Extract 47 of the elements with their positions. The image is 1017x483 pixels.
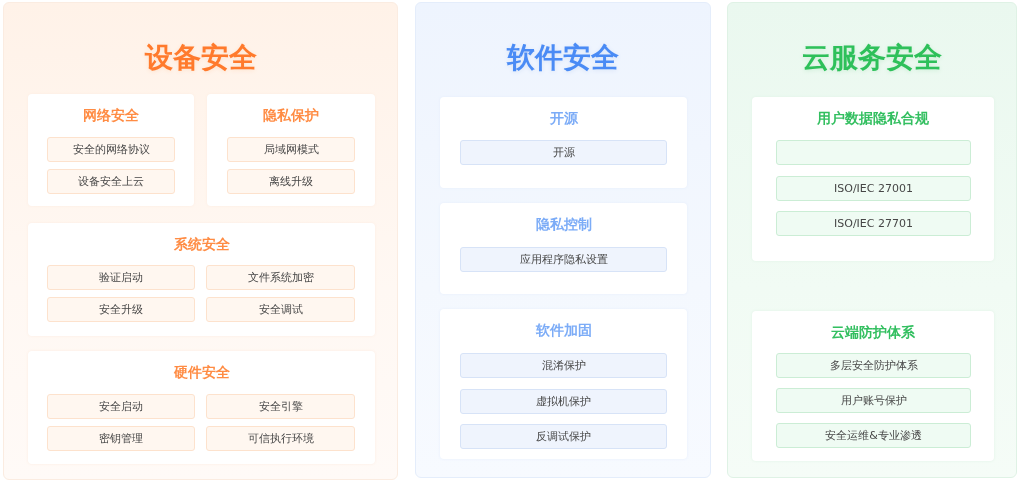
item-box: 混淆保护	[460, 353, 667, 378]
item-box: 开源	[460, 140, 667, 165]
section-heading: 硬件安全	[173, 364, 230, 380]
section-card	[440, 97, 687, 188]
section-card	[28, 94, 194, 206]
category-panel	[727, 2, 1017, 478]
item-box: 设备安全上云	[47, 169, 175, 194]
item-box: ISO/IEC 27001	[776, 176, 971, 201]
item-box: 安全的网络协议	[47, 137, 175, 162]
section-card	[207, 94, 375, 206]
item-box: 安全升级	[47, 297, 195, 322]
section-card	[28, 351, 375, 464]
item-box: 安全运维&专业渗透	[776, 423, 971, 448]
item-box: 多层安全防护体系	[776, 353, 971, 378]
category-panel	[415, 2, 711, 478]
item-box: 文件系统加密	[206, 265, 355, 290]
section-heading: 隐私保护	[263, 107, 319, 123]
item-box: 反调试保护	[460, 424, 667, 449]
section-heading: 开源	[549, 110, 578, 126]
section-heading: 软件加固	[535, 322, 592, 338]
section-heading: 系统安全	[173, 236, 230, 252]
item-box: 验证启动	[47, 265, 195, 290]
section-heading: 网络安全	[83, 107, 139, 123]
item-box: 安全启动	[47, 394, 195, 419]
section-card	[752, 97, 994, 261]
item-box: 安全引擎	[206, 394, 355, 419]
item-box: 可信执行环境	[206, 426, 355, 451]
item-box: 应用程序隐私设置	[460, 247, 667, 272]
item-box: 用户账号保护	[776, 388, 971, 413]
empty-box	[776, 140, 971, 165]
panel-title: 云服务安全	[802, 41, 942, 74]
section-heading: 用户数据隐私合规	[817, 110, 929, 126]
panel-title: 设备安全	[144, 41, 257, 74]
section-card	[440, 203, 687, 294]
section-heading: 云端防护体系	[831, 324, 915, 340]
section-heading: 隐私控制	[535, 216, 592, 232]
category-panel	[3, 2, 398, 480]
item-box: 密钥管理	[47, 426, 195, 451]
section-card	[28, 223, 375, 336]
item-box: ISO/IEC 27701	[776, 211, 971, 236]
item-box: 安全调试	[206, 297, 355, 322]
item-box: 虚拟机保护	[460, 389, 667, 414]
section-card	[752, 311, 994, 461]
section-card	[440, 309, 687, 459]
item-box: 局域网模式	[227, 137, 355, 162]
item-box: 离线升级	[227, 169, 355, 194]
panel-title: 软件安全	[507, 41, 619, 74]
